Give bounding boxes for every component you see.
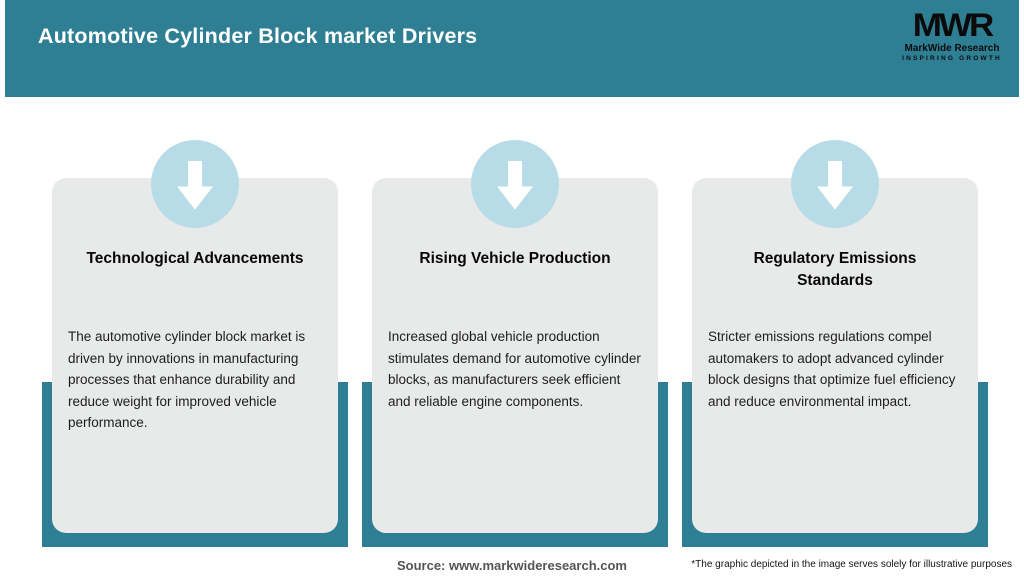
card-title: Rising Vehicle Production <box>419 250 611 267</box>
page-title: Automotive Cylinder Block market Drivers <box>38 24 478 48</box>
down-arrow-icon <box>471 140 559 228</box>
down-arrow-icon <box>791 140 879 228</box>
logo-acronym: MWR <box>912 7 994 44</box>
card-body: Stricter emissions regulations compel au… <box>708 329 956 409</box>
source-text: Source: www.markwideresearch.com <box>396 558 627 573</box>
driver-card: Regulatory Emissions Standards Stricter … <box>692 140 978 533</box>
driver-card: Technological Advancements The automotiv… <box>52 140 338 533</box>
logo-name: MarkWide Research <box>904 43 1000 54</box>
card-title: Regulatory Emissions Standards <box>753 250 917 290</box>
down-arrow-icon <box>151 140 239 228</box>
driver-card: Rising Vehicle Production Increased glob… <box>372 140 658 533</box>
card-title: Technological Advancements <box>86 250 304 267</box>
disclaimer-text: *The graphic depicted in the image serve… <box>691 559 1012 570</box>
markwide-research-logo: MWR MarkWide Research INSPIRING GROWTH <box>897 8 1007 62</box>
header-banner: Automotive Cylinder Block market Drivers… <box>5 0 1019 97</box>
card-body: The automotive cylinder block market is … <box>68 329 306 430</box>
logo-tagline: INSPIRING GROWTH <box>902 55 1002 62</box>
card-body: Increased global vehicle production stim… <box>388 329 641 409</box>
